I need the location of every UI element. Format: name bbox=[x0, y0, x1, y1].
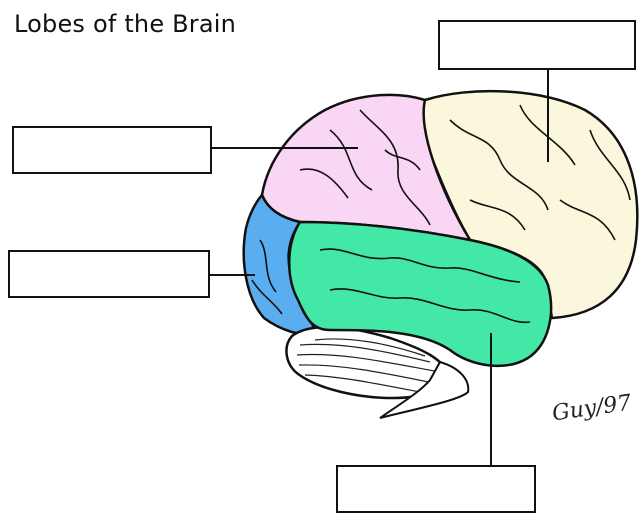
label-box-upper-left[interactable] bbox=[12, 126, 212, 174]
label-box-top-right[interactable] bbox=[438, 20, 636, 70]
label-box-lower-left[interactable] bbox=[8, 250, 210, 298]
label-box-bottom[interactable] bbox=[336, 465, 536, 513]
